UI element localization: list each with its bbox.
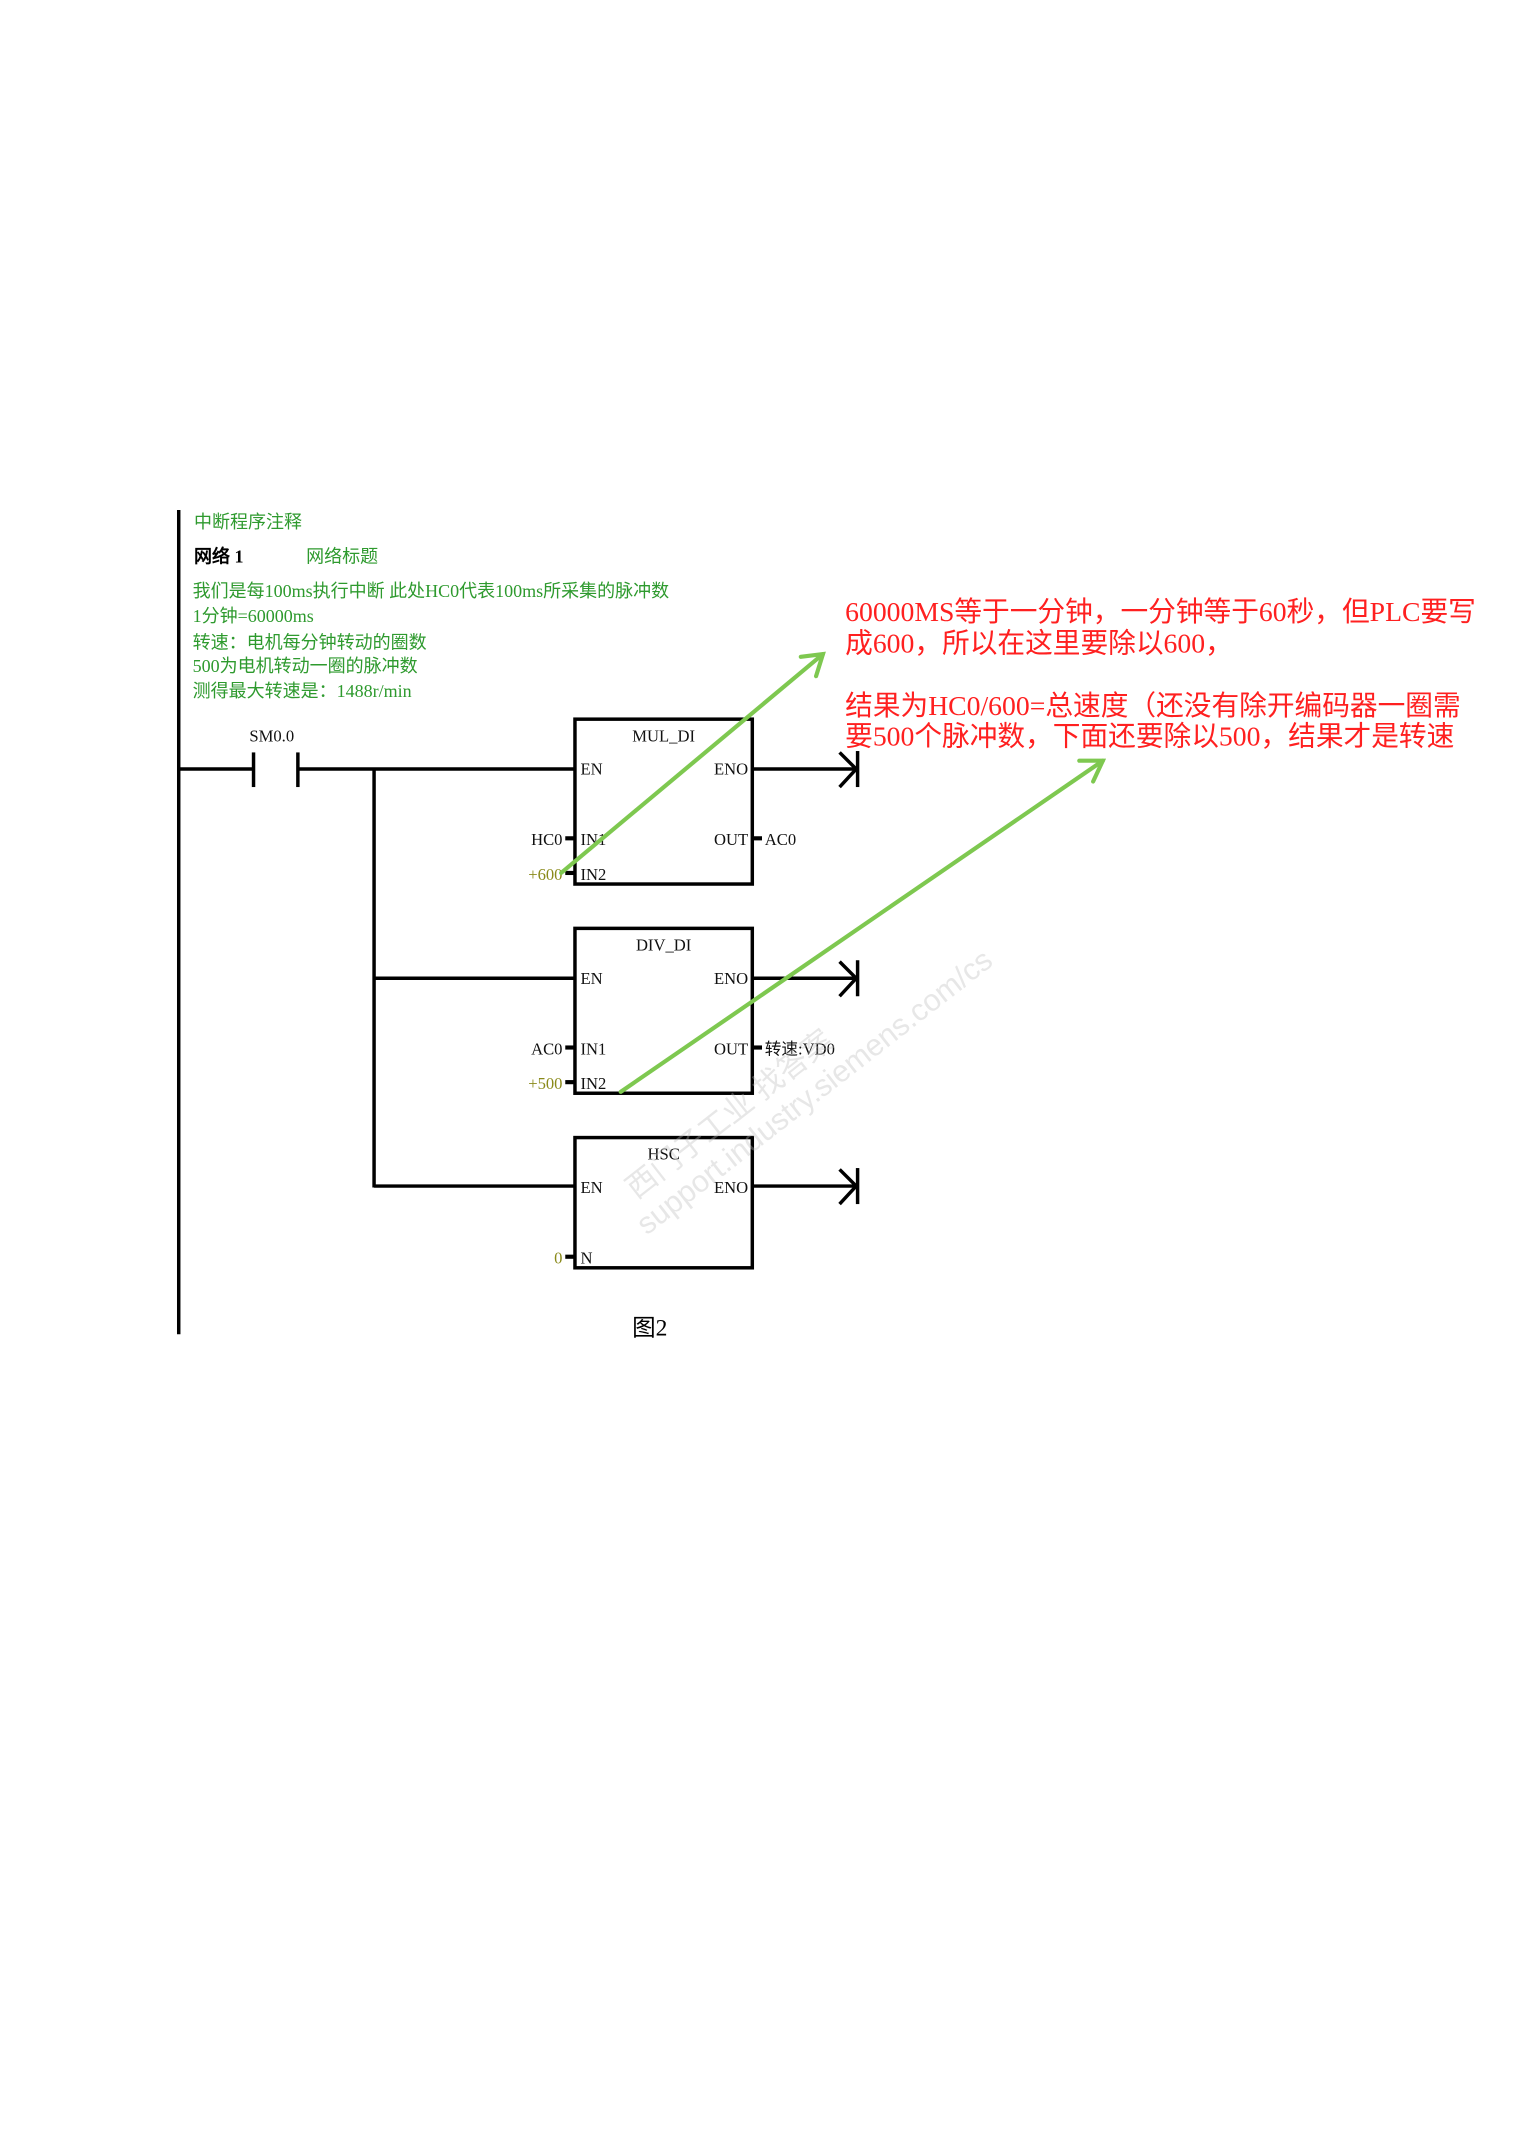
pin-in1: IN1 [581, 1039, 607, 1058]
in2-value: +500 [528, 1074, 562, 1093]
pin-in2: IN2 [581, 865, 607, 884]
comment-line: 500为电机转动一圈的脉冲数 [193, 656, 418, 676]
pin-in1: IN1 [581, 830, 607, 849]
out-value: 转速:VD0 [765, 1039, 835, 1058]
hsc-block[interactable]: HSC EN ENO N 0 [554, 1135, 860, 1270]
pin-eno: ENO [714, 969, 748, 988]
annotation-line: 成600，所以在这里要除以600， [845, 628, 1233, 659]
network-label: 网络 1 [194, 546, 244, 567]
comment-line: 测得最大转速是：1488r/min [193, 681, 412, 701]
pin-en: EN [581, 969, 603, 988]
annotation-line: 要500个脉冲数，下面还要除以500，结果才是转速 [845, 720, 1454, 751]
eno-coil-arrow [752, 751, 860, 789]
annotation-line: 结果为HC0/600=总速度（还没有除开编码器一圈需 [845, 690, 1461, 721]
pin-eno: ENO [714, 760, 748, 779]
div-di-block[interactable]: DIV_DI EN ENO IN1 IN2 OUT AC0 +500 转速:VD… [528, 926, 860, 1095]
comment-line: 转速：电机每分钟转动的圈数 [193, 633, 427, 653]
pin-in2: IN2 [581, 1074, 607, 1093]
comment-line: 我们是每100ms执行中断 此处HC0代表100ms所采集的脉冲数 [193, 581, 670, 601]
out-value: AC0 [765, 830, 796, 849]
pin-en: EN [581, 1178, 603, 1197]
branch-wires [372, 769, 575, 1188]
eno-coil-arrow [752, 960, 860, 998]
annotation-line: 60000MS等于一分钟，一分钟等于60秒，但PLC要写 [845, 596, 1476, 627]
block-title: MUL_DI [632, 726, 695, 745]
block-title: HSC [647, 1145, 679, 1164]
annotation-arrow [559, 651, 826, 876]
eno-coil-arrow [752, 1168, 860, 1206]
figure-caption: 图2 [632, 1316, 667, 1342]
mul-di-block[interactable]: MUL_DI EN ENO IN1 IN2 OUT HC0 +600 AC0 [528, 717, 860, 886]
n-value: 0 [554, 1249, 562, 1268]
normally-open-contact[interactable] [178, 752, 575, 788]
pin-out: OUT [714, 830, 748, 849]
contact-label: SM0.0 [249, 726, 294, 745]
annotation-arrow [618, 758, 1107, 1094]
in1-value: AC0 [531, 1039, 562, 1058]
in1-value: HC0 [531, 830, 562, 849]
network-title: 网络标题 [306, 547, 378, 567]
block-title: DIV_DI [636, 936, 691, 955]
pin-en: EN [581, 760, 603, 779]
comment-line: 1分钟=60000ms [193, 606, 314, 626]
pin-out: OUT [714, 1039, 748, 1058]
program-comment: 中断程序注释 [194, 512, 302, 532]
pin-n: N [581, 1249, 593, 1268]
in2-value: +600 [528, 865, 562, 884]
pin-eno: ENO [714, 1178, 748, 1197]
